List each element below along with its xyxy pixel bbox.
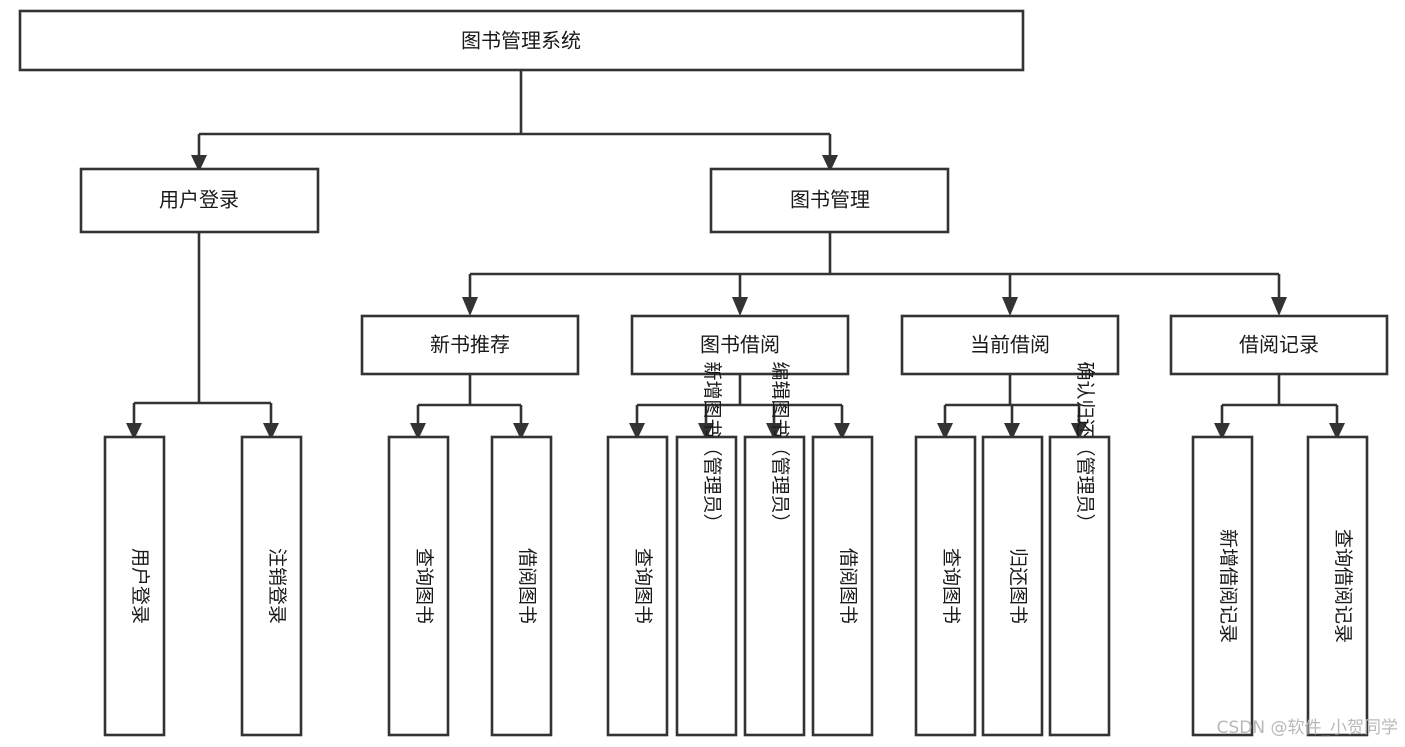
node-leaf-query-book-3-label: 查询图书	[940, 548, 962, 624]
arrow-head-icon	[410, 423, 426, 440]
arrow-head-icon	[191, 155, 207, 172]
node-leaf-return-book-label: 归还图书	[1007, 548, 1029, 624]
node-new-book-rec-box[interactable]	[360, 314, 580, 376]
arrow-head-icon	[263, 423, 279, 440]
connector-bookborrow-to-children	[635, 374, 844, 423]
connector-bookmanage-to-level3	[468, 232, 1281, 297]
node-leaf-user-login-box[interactable]	[103, 435, 166, 737]
node-leaf-query-book-3-box[interactable]	[914, 435, 977, 737]
node-borrow-record-box[interactable]	[1169, 314, 1389, 376]
node-user-login-label: 用户登录	[159, 188, 239, 212]
connector-currentborrow-to-children	[943, 374, 1081, 423]
node-new-book-rec[interactable]: 新书推荐	[360, 314, 580, 376]
node-leaf-add-book[interactable]: 新增图书（管理员）	[675, 361, 738, 737]
node-leaf-borrow-book-2[interactable]: 借阅图书	[811, 435, 874, 737]
connector-newbookrec-to-children	[416, 374, 523, 423]
arrow-head-icon	[1329, 423, 1345, 440]
arrow-head-icon	[462, 297, 478, 316]
node-leaf-borrow-book-1-box[interactable]	[490, 435, 553, 737]
node-leaf-user-login-label: 用户登录	[129, 548, 151, 624]
node-leaf-borrow-book-1[interactable]: 借阅图书	[490, 435, 553, 737]
node-leaf-add-book-box[interactable]	[675, 435, 738, 737]
node-leaf-user-logout-box[interactable]	[240, 435, 303, 737]
node-leaf-query-book-1[interactable]: 查询图书	[387, 435, 450, 737]
node-leaf-return-book[interactable]: 归还图书	[981, 435, 1044, 737]
node-user-login[interactable]: 用户登录	[79, 167, 320, 234]
node-leaf-query-book-1-box[interactable]	[387, 435, 450, 737]
node-leaf-query-record[interactable]: 查询借阅记录	[1306, 435, 1369, 737]
node-leaf-confirm-return-label: 确认归还（管理员）	[1074, 361, 1096, 532]
node-leaf-return-book-box[interactable]	[981, 435, 1044, 737]
node-current-borrow[interactable]: 当前借阅	[900, 314, 1120, 376]
arrow-head-icon	[513, 423, 529, 440]
node-leaf-user-logout[interactable]: 注销登录	[240, 435, 303, 737]
connector-userlogin-to-children	[132, 232, 273, 423]
node-leaf-edit-book-label: 编辑图书（管理员）	[769, 361, 791, 532]
node-book-borrow[interactable]: 图书借阅	[630, 314, 850, 376]
connector-root-to-level2	[197, 70, 832, 155]
arrow-head-icon	[126, 423, 142, 440]
arrow-head-icon	[937, 423, 953, 440]
arrowhead-layer	[126, 155, 1345, 440]
node-leaf-edit-book[interactable]: 编辑图书（管理员）	[743, 361, 806, 737]
node-user-login-box[interactable]	[79, 167, 320, 234]
node-new-book-rec-label: 新书推荐	[430, 333, 510, 357]
node-book-manage-box[interactable]	[709, 167, 950, 234]
node-borrow-record-label: 借阅记录	[1239, 333, 1319, 357]
arrow-head-icon	[1271, 297, 1287, 316]
arrow-head-icon	[629, 423, 645, 440]
node-leaf-query-book-2-box[interactable]	[606, 435, 669, 737]
node-root[interactable]: 图书管理系统	[18, 9, 1025, 72]
arrow-head-icon	[766, 423, 782, 440]
node-leaf-query-book-2-label: 查询图书	[632, 548, 654, 624]
node-book-borrow-label: 图书借阅	[700, 333, 780, 357]
node-leaf-confirm-return[interactable]: 确认归还（管理员）	[1048, 361, 1111, 737]
node-leaf-borrow-book-1-label: 借阅图书	[516, 548, 538, 624]
node-current-borrow-label: 当前借阅	[970, 333, 1050, 357]
arrow-head-icon	[1071, 423, 1087, 440]
node-leaf-query-book-3[interactable]: 查询图书	[914, 435, 977, 737]
node-leaf-query-book-2[interactable]: 查询图书	[606, 435, 669, 737]
node-leaf-confirm-return-box[interactable]	[1048, 435, 1111, 737]
arrow-head-icon	[1004, 423, 1020, 440]
csdn-watermark: CSDN @软件_小贺同学	[1217, 718, 1398, 738]
arrow-head-icon	[1214, 423, 1230, 440]
node-book-manage-label: 图书管理	[790, 188, 870, 212]
node-leaf-add-record-label: 新增借阅记录	[1217, 529, 1239, 643]
arrow-head-icon	[834, 423, 850, 440]
node-leaf-add-record-box[interactable]	[1191, 435, 1254, 737]
node-leaf-borrow-book-2-label: 借阅图书	[837, 548, 859, 624]
node-borrow-record[interactable]: 借阅记录	[1169, 314, 1389, 376]
node-root-box[interactable]	[18, 9, 1025, 72]
node-leaf-edit-book-box[interactable]	[743, 435, 806, 737]
arrow-head-icon	[698, 423, 714, 440]
connector-borrowrecord-to-children	[1220, 374, 1339, 423]
arrow-head-icon	[1002, 297, 1018, 316]
node-leaf-user-login[interactable]: 用户登录	[103, 435, 166, 737]
node-book-manage[interactable]: 图书管理	[709, 167, 950, 234]
arrow-head-icon	[822, 155, 838, 172]
node-book-borrow-box[interactable]	[630, 314, 850, 376]
node-leaf-user-logout-label: 注销登录	[266, 548, 288, 624]
node-current-borrow-box[interactable]	[900, 314, 1120, 376]
node-leaf-query-record-box[interactable]	[1306, 435, 1369, 737]
arrow-head-icon	[732, 297, 748, 316]
node-leaf-add-record[interactable]: 新增借阅记录	[1191, 435, 1254, 737]
connector-layer	[132, 70, 1339, 423]
node-root-label: 图书管理系统	[461, 29, 581, 53]
node-leaf-query-record-label: 查询借阅记录	[1332, 529, 1354, 643]
node-leaf-query-book-1-label: 查询图书	[413, 548, 435, 624]
node-leaf-add-book-label: 新增图书（管理员）	[701, 361, 723, 532]
node-leaf-borrow-book-2-box[interactable]	[811, 435, 874, 737]
